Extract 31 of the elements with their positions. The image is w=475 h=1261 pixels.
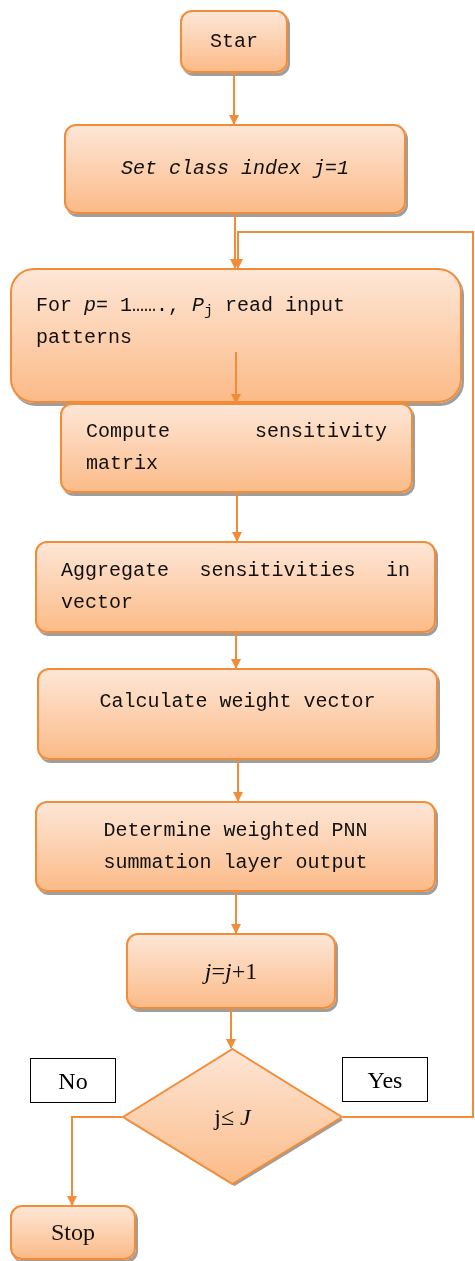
process-box (126, 933, 336, 1009)
process-box (64, 124, 406, 214)
arrow (231, 351, 241, 404)
arrow (231, 891, 241, 934)
edge-label: Yes (342, 1057, 428, 1102)
node-text: j≤ J (212, 1102, 253, 1132)
process-box (35, 541, 436, 633)
process-box (60, 403, 413, 493)
arrow (231, 632, 241, 669)
decision-diamond (122, 1048, 343, 1186)
arrow (226, 1008, 236, 1049)
node-text: Star (209, 28, 259, 55)
node-text: Calculate weight vector (98, 689, 377, 715)
arrow (229, 72, 239, 125)
node-text: j=j+1 (201, 956, 259, 986)
node-text: Aggregate sensitivities in vector (61, 558, 410, 616)
edge-label: No (30, 1058, 116, 1103)
arrow (233, 231, 474, 1118)
arrow (67, 1116, 123, 1206)
node-text: Set class index j=1 (119, 156, 350, 182)
process-box (35, 801, 436, 892)
arrow (233, 759, 243, 802)
end-box (10, 1205, 136, 1260)
node-text: Compute sensitivity matrix (86, 419, 387, 477)
process-box (37, 668, 438, 760)
arrow (232, 492, 242, 542)
node-text: Stop (50, 1218, 96, 1248)
node-text: For p= 1……., P$_{j}$ read input patterns (36, 293, 347, 351)
process-box (10, 268, 462, 403)
start-box (180, 10, 288, 73)
node-text: Determine weighted PNN summation layer output (102, 817, 369, 876)
